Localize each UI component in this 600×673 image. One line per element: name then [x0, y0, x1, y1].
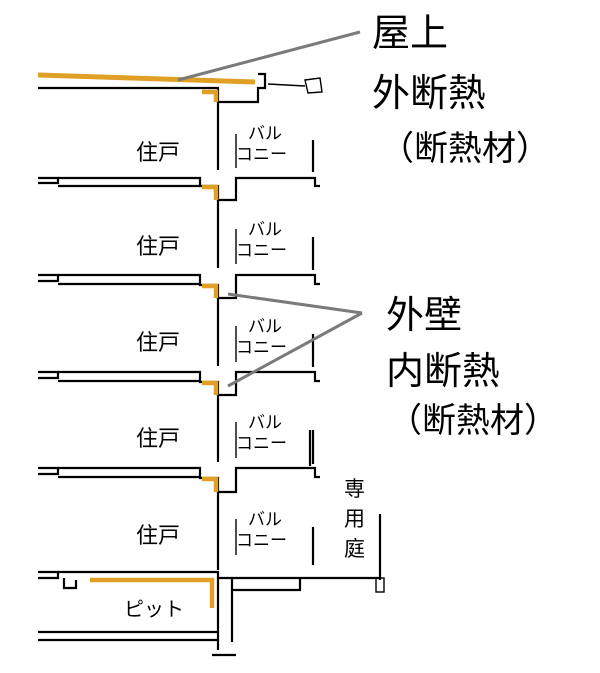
svg-text:庭: 庭	[344, 537, 365, 561]
ground-structure	[38, 514, 385, 657]
svg-text:コニー: コニー	[236, 434, 287, 454]
balcony-label: バル コニー	[236, 510, 287, 551]
balcony-label: バル コニー	[236, 124, 287, 165]
floor-slab-2	[38, 237, 320, 366]
label-private-garden: 専 用 庭	[344, 477, 365, 561]
svg-text:バル: バル	[248, 220, 282, 240]
balcony-label: バル コニー	[236, 317, 287, 358]
leader-lines	[177, 30, 363, 388]
svg-text:専: 専	[344, 477, 365, 501]
unit-label: 住戸	[136, 331, 180, 356]
balcony-label: バル コニー	[236, 220, 287, 261]
floor-slab-4	[38, 430, 320, 570]
svg-text:用: 用	[344, 507, 365, 531]
label-pit: ピット	[124, 597, 184, 621]
balcony-label: バル コニー	[236, 413, 287, 454]
unit-label: 住戸	[136, 524, 180, 549]
pit-insulation	[90, 577, 215, 608]
svg-text:バル: バル	[248, 510, 282, 530]
svg-text:コニー: コニー	[236, 531, 287, 551]
unit-label: 住戸	[136, 235, 180, 260]
svg-text:コニー: コニー	[236, 145, 287, 165]
label-roof-method: 外断熱	[372, 71, 486, 115]
floor-slab-4-lower	[308, 430, 315, 565]
unit-label: 住戸	[136, 427, 180, 452]
label-wall: 外壁	[386, 293, 462, 337]
label-roof-material: （断熱材）	[380, 129, 550, 169]
unit-label: 住戸	[136, 141, 180, 166]
svg-text:バル: バル	[248, 413, 282, 433]
svg-text:バル: バル	[248, 124, 282, 144]
label-wall-method: 内断熱	[386, 349, 500, 393]
roof-insulation	[37, 72, 256, 102]
svg-text:コニー: コニー	[236, 241, 287, 261]
label-wall-material: （断熱材）	[388, 401, 558, 441]
svg-text:バル: バル	[248, 317, 282, 337]
floor-slab-3	[38, 334, 320, 462]
floor-slab-1	[38, 140, 320, 268]
svg-text:コニー: コニー	[236, 338, 287, 358]
label-roof: 屋上	[372, 11, 448, 55]
